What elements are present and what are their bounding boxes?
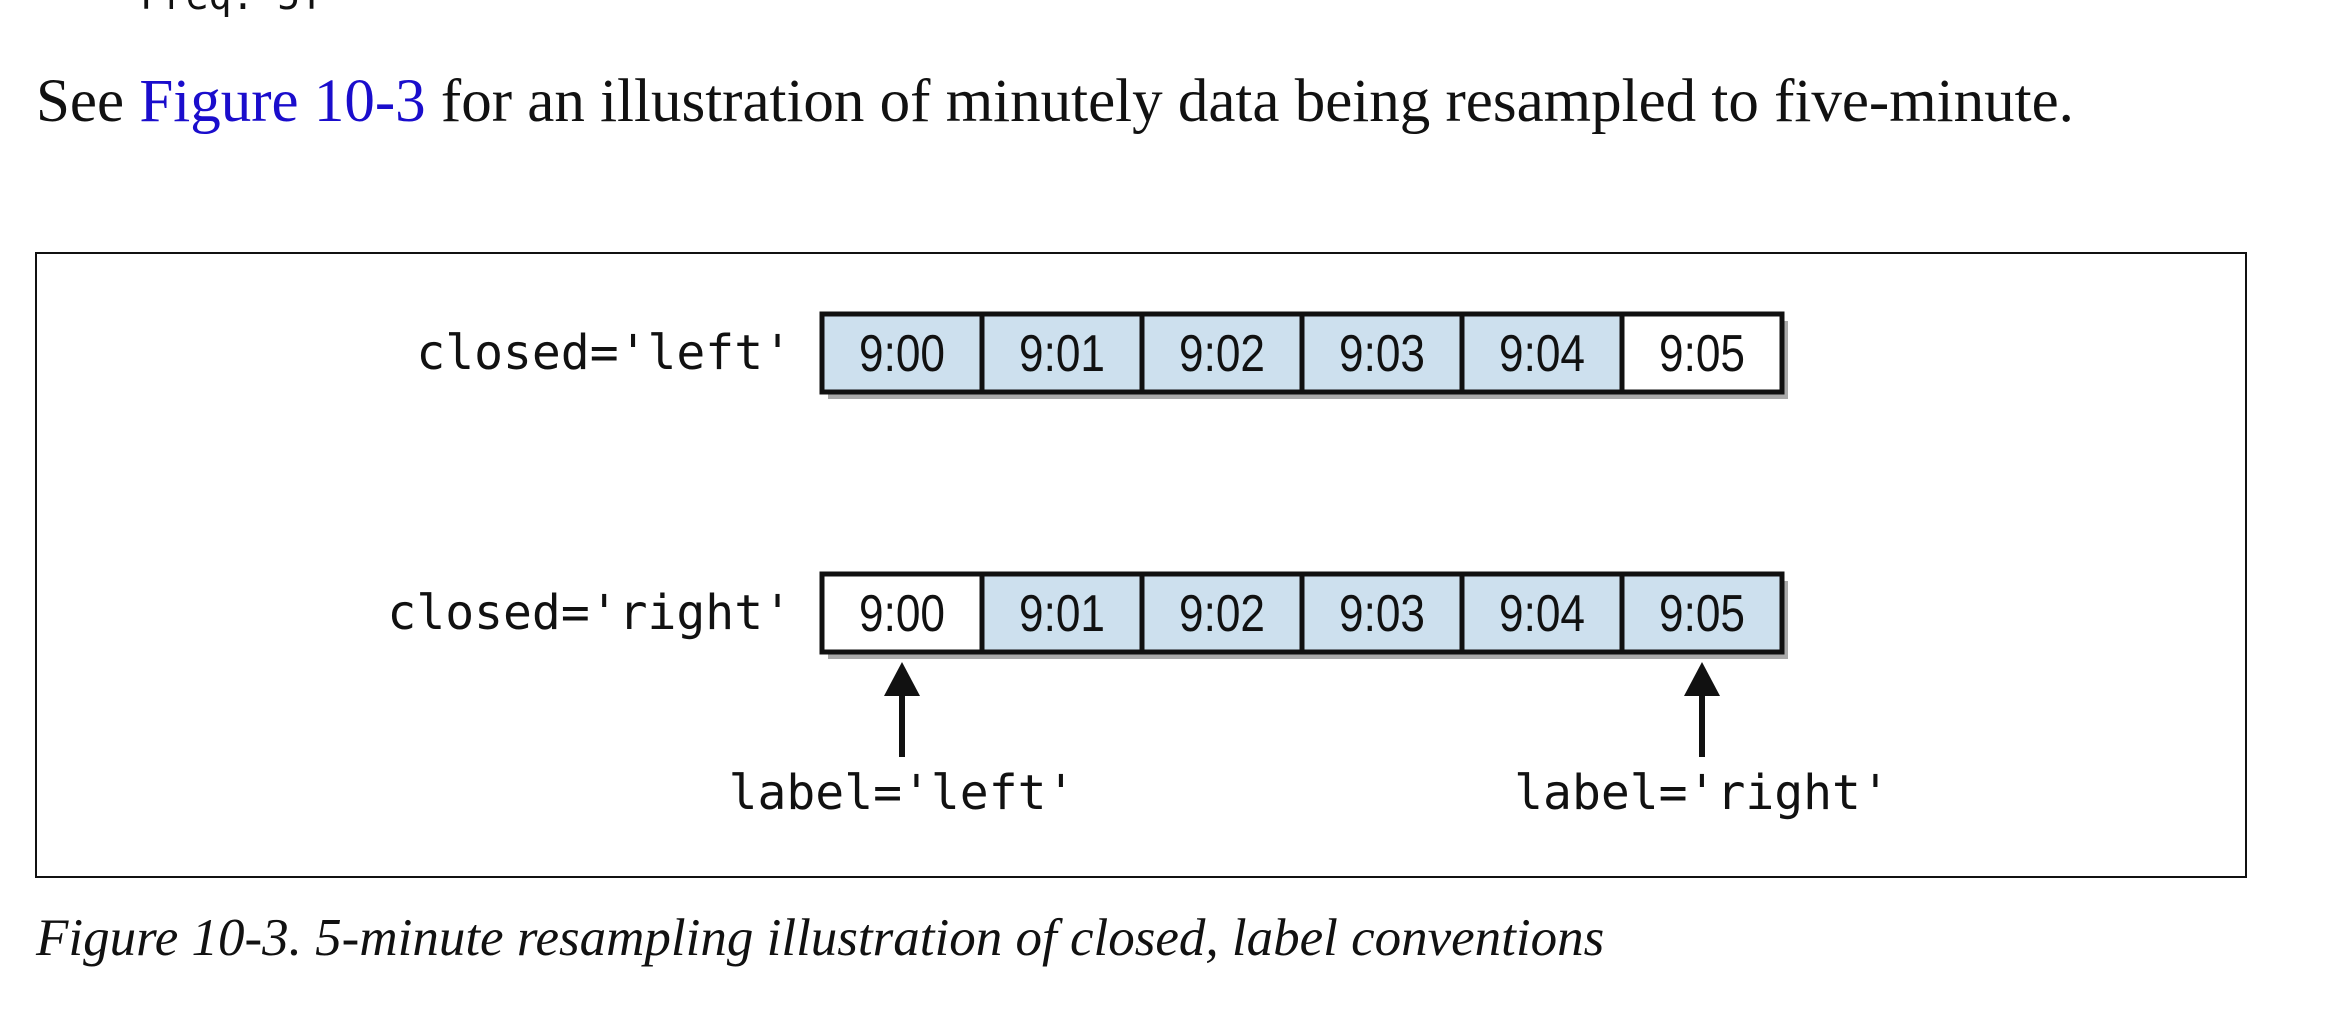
time-cell (819, 311, 985, 395)
time-cell (1459, 311, 1625, 395)
intro-text-after: for an illustration of minutely data bei… (425, 68, 2074, 135)
time-cell-label: 9:03 (1339, 585, 1425, 643)
closed-row-label: closed='left' (416, 325, 792, 381)
time-cell-label: 9:00 (859, 325, 945, 383)
time-cell-label: 9:02 (1179, 325, 1265, 383)
time-cell (979, 311, 1145, 395)
label-arrow-left: label='left' (729, 662, 1076, 821)
time-cell (1619, 311, 1785, 395)
closed-row-left: closed='left' 9:00 9:01 9:02 9:03 9:04 9:05 (416, 311, 1788, 399)
time-cell-label: 9:00 (859, 585, 945, 643)
label-arrow-text: label='left' (729, 765, 1076, 821)
closed-row-label: closed='right' (387, 585, 792, 641)
time-cell-label: 9:05 (1659, 325, 1745, 383)
time-cell (979, 571, 1145, 655)
intro-paragraph: See Figure 10-3 for an illustration of m… (36, 62, 2074, 142)
time-cell (1139, 571, 1305, 655)
time-cell (1619, 571, 1785, 655)
time-cell-label: 9:02 (1179, 585, 1265, 643)
label-arrow-right: label='right' (1514, 662, 1890, 821)
code-fragment: Freq: 5T (140, 0, 323, 18)
intro-text-before: See (36, 68, 140, 135)
figure-link[interactable]: Figure 10-3 (139, 68, 426, 135)
label-arrow-text: label='right' (1514, 765, 1890, 821)
time-cell-label: 9:01 (1019, 325, 1105, 383)
time-cell (1459, 571, 1625, 655)
time-cell (1299, 311, 1465, 395)
time-cell-label: 9:04 (1499, 585, 1585, 643)
figure-caption: Figure 10-3. 5-minute resampling illustr… (36, 909, 1605, 967)
time-cell-label: 9:03 (1339, 325, 1425, 383)
time-cell-label: 9:05 (1659, 585, 1745, 643)
time-cell-label: 9:01 (1019, 585, 1105, 643)
time-cell-label: 9:04 (1499, 325, 1585, 383)
closed-row-right: closed='right' 9:00 9:01 9:02 9:03 9:04 9:05 (387, 571, 1788, 659)
time-cell (1139, 311, 1305, 395)
arrow-head (884, 662, 920, 696)
arrow-head (1684, 662, 1720, 696)
time-cell (1299, 571, 1465, 655)
